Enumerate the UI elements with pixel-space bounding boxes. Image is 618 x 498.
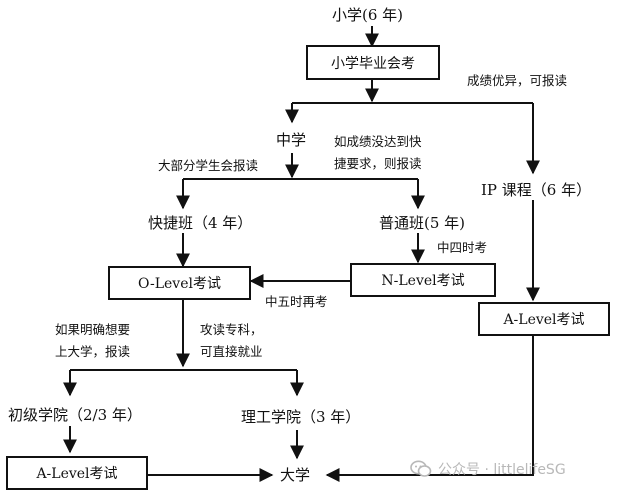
annotation-sec4-time: 中四时考: [437, 240, 488, 255]
annotation-most-students: 大部分学生会报读: [158, 158, 259, 173]
node-university: 大学: [280, 466, 311, 484]
node-a-level-jc: A-Level考试: [6, 456, 148, 490]
wechat-icon: [410, 460, 432, 477]
annotation-if-university-line-2: 上大学，报读: [55, 344, 131, 359]
node-junior-college: 初级学院（2/3 年）: [8, 406, 142, 424]
annotation-specialized-line-1: 攻读专科，: [200, 322, 263, 337]
annotation-specialized: 攻读专科， 可直接就业: [200, 319, 263, 363]
watermark: 公众号 · littlelifeSG: [410, 458, 566, 480]
annotation-sec5-retake: 中五时再考: [265, 294, 328, 309]
node-express: 快捷班（4 年）: [148, 214, 253, 232]
annotation-if-university: 如果明确想要 上大学，报读: [55, 319, 130, 363]
node-secondary: 中学: [276, 131, 307, 149]
arrow-ip-alevel-to-university: [325, 336, 534, 482]
annotation-specialized-line-2: 可直接就业: [200, 344, 263, 359]
node-normal: 普通班(5 年): [379, 214, 466, 232]
watermark-text: 公众号 · littlelifeSG: [438, 462, 566, 478]
annotation-excellent-results: 成绩优异，可报读: [467, 73, 568, 88]
annotation-if-not-express-line-1: 如成绩没达到快: [334, 134, 422, 149]
node-a-level-ip: A-Level考试: [478, 302, 610, 336]
node-polytechnic: 理工学院（3 年）: [241, 408, 361, 426]
node-primary: 小学(6 年): [332, 6, 404, 24]
node-psle-exam: 小学毕业会考: [306, 45, 440, 80]
node-ip-program: IP 课程（6 年）: [481, 181, 592, 199]
annotation-if-university-line-1: 如果明确想要: [55, 322, 131, 337]
annotation-if-not-express: 如成绩没达到快 捷要求，则报读: [334, 131, 422, 175]
node-o-level: O-Level考试: [108, 266, 251, 300]
annotation-if-not-express-line-2: 捷要求，则报读: [334, 156, 422, 171]
node-n-level: N-Level考试: [350, 263, 496, 297]
